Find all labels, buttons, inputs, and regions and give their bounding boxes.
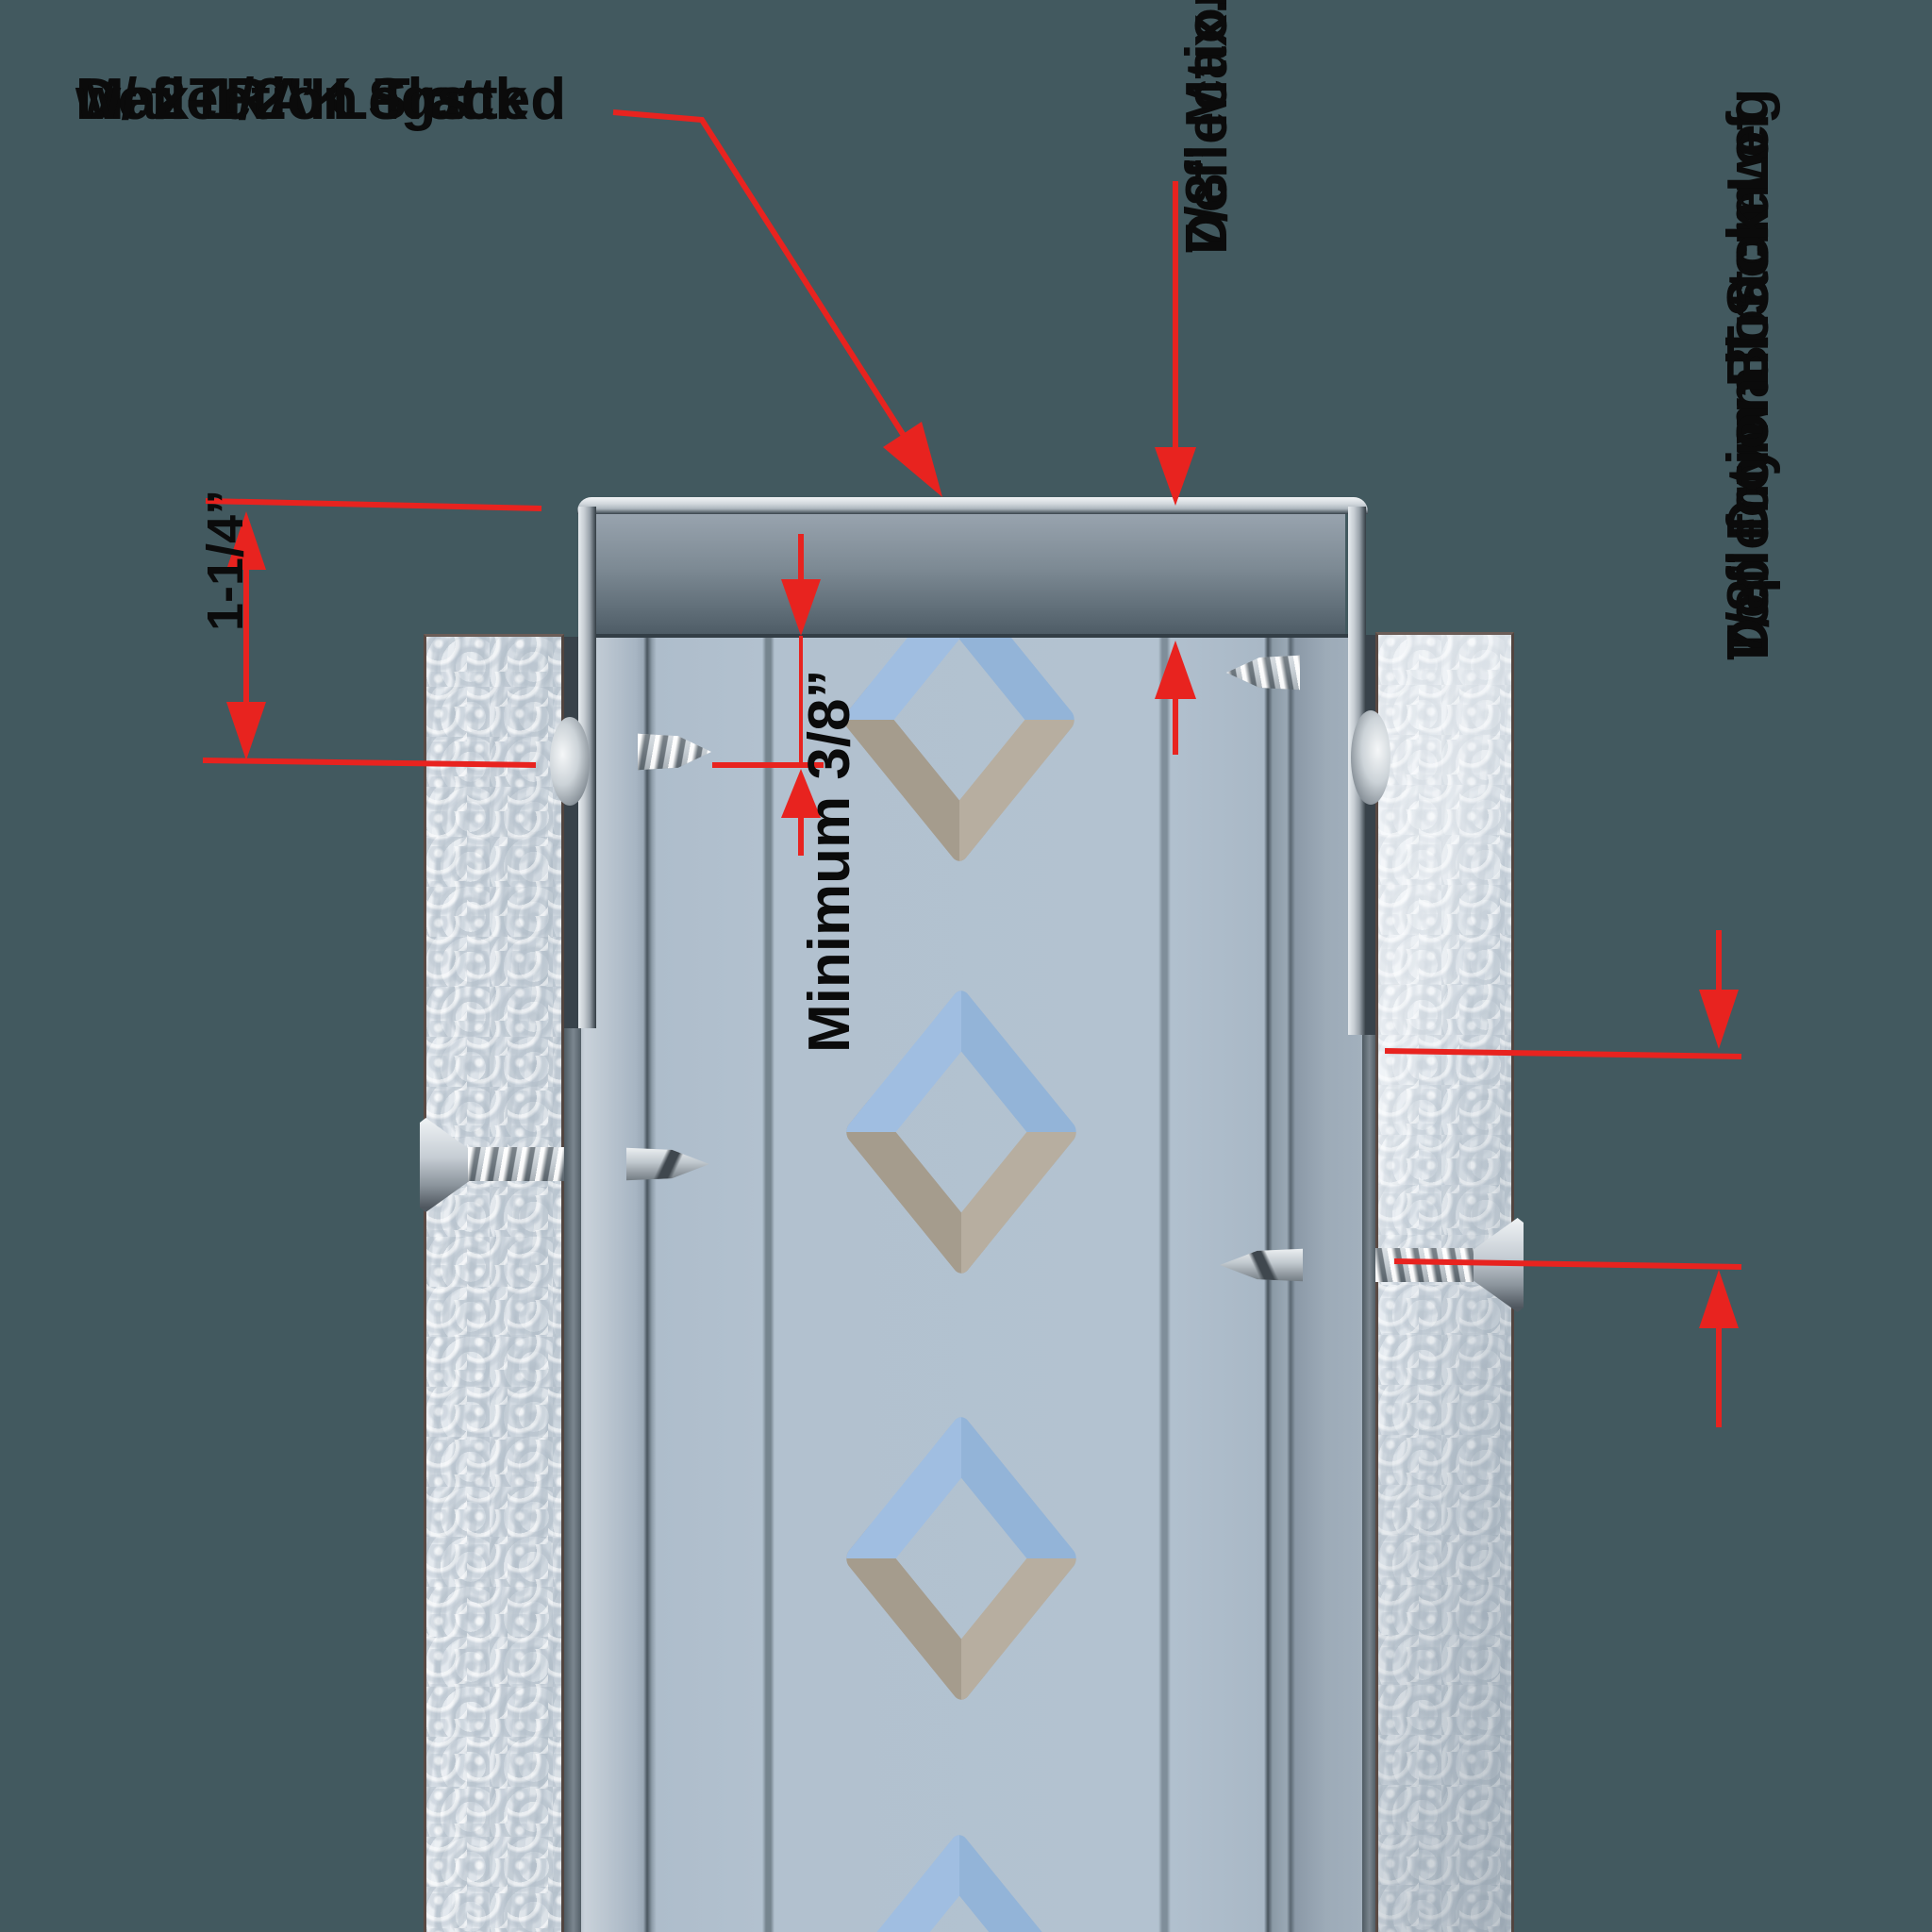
arrow-up — [226, 511, 266, 570]
track-interior-gap — [596, 510, 1345, 639]
callout-track-line2: Deflection Track — [75, 67, 527, 132]
dim-line-screw-center-right — [1393, 1258, 1742, 1270]
dim-line-leg-bottom — [1384, 1048, 1742, 1059]
drywall-panel-right — [1375, 632, 1514, 1932]
arrow-down — [1699, 990, 1739, 1049]
callout-track-line1: MaxTRAK Slotted — [75, 67, 567, 132]
arrow-down — [226, 702, 266, 760]
callout-track-line3: w/ 2-1/2” Legs — [75, 67, 469, 132]
arrow-up — [1155, 641, 1196, 699]
arrow-up — [781, 769, 821, 818]
deflection-track-web — [577, 497, 1368, 514]
leader-track-callout — [612, 109, 910, 443]
leader-arrowhead — [883, 422, 942, 497]
arrow-down — [1155, 447, 1196, 506]
dim-line-track-top — [205, 498, 542, 511]
arrow-up — [1699, 1270, 1739, 1328]
dim-label-track-leg-text: 1-1/4” — [197, 489, 254, 631]
stud-top-edge — [581, 634, 1362, 638]
top-screw-head-left — [550, 717, 590, 806]
callout-gap-line2: Deflection Gap — [1174, 0, 1240, 255]
dim-line-screw-center-left — [202, 758, 537, 768]
callout-screw-line3: Deflection Track Leg — [1716, 88, 1781, 660]
arrow-down — [781, 579, 821, 636]
drywall-panel-left — [424, 634, 564, 1932]
steel-stud — [581, 637, 1362, 1932]
top-screw-head-right — [1351, 710, 1391, 805]
dim-label-min-penetration-text: Minimum 3/8” — [797, 669, 862, 1053]
